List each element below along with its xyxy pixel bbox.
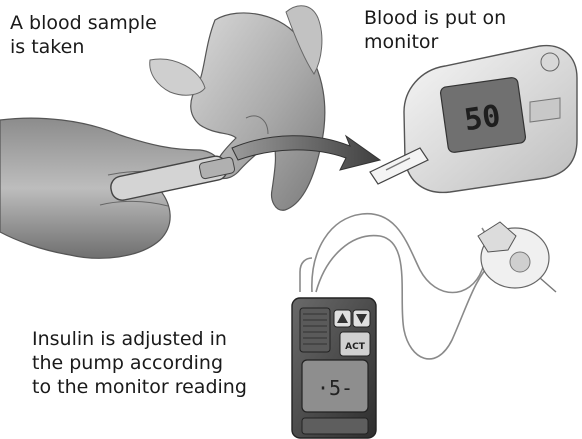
pump-reading: ·5- <box>317 376 353 400</box>
caption-monitor: Blood is put on monitor <box>364 6 574 54</box>
transfer-arrow <box>231 134 382 171</box>
pump-button-down <box>352 309 371 328</box>
caption-line: to the monitor reading <box>32 376 247 398</box>
pump-act-label: ACT <box>345 342 366 352</box>
monitor-screen <box>439 77 527 153</box>
caption-line: A blood sample <box>10 12 157 34</box>
monitor-reading: 50 <box>462 99 503 139</box>
caption-blood-sample: A blood sample is taken <box>10 11 210 59</box>
insulin-pump <box>291 297 377 439</box>
caption-line: Blood is put on <box>364 7 507 29</box>
test-strip <box>369 147 429 185</box>
pump-screen <box>301 359 369 413</box>
pump-button-up <box>333 309 352 328</box>
caption-line: is taken <box>10 36 85 58</box>
infusion-set <box>477 221 557 293</box>
glucose-monitor <box>369 44 578 194</box>
caption-line: Insulin is adjusted in <box>32 328 227 350</box>
lancet-hand <box>0 117 236 259</box>
caption-line: monitor <box>364 31 439 53</box>
caption-pump: Insulin is adjusted in the pump accordin… <box>32 327 294 399</box>
pump-act-button <box>339 331 371 357</box>
caption-line: the pump according <box>32 352 224 374</box>
